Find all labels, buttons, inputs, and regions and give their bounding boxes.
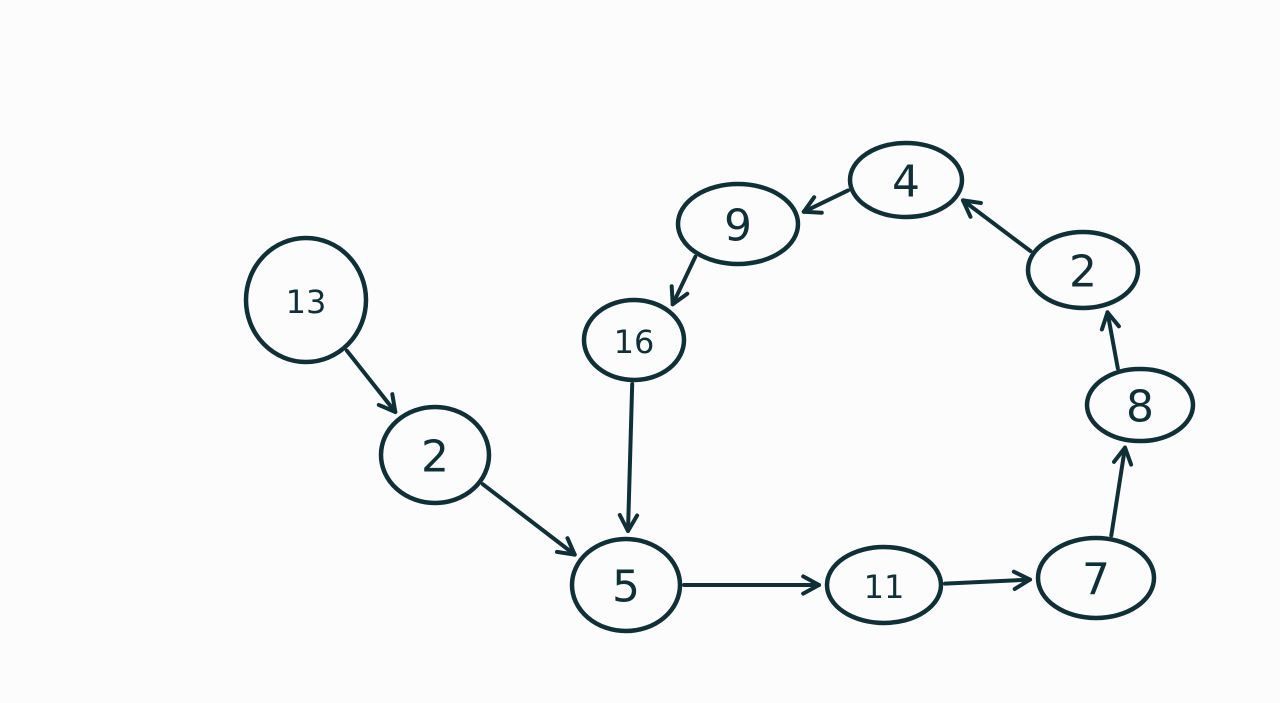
edge-n2a-to-n5 (480, 482, 577, 557)
arrowhead-n2b-to-n4 (961, 198, 983, 219)
node-n2a: 2 (378, 404, 492, 506)
node-label: 2 (1069, 247, 1097, 298)
node-n4: 4 (847, 140, 965, 220)
arrowhead-n4-to-n9 (801, 195, 824, 215)
edge-n7-to-n8 (1109, 445, 1127, 538)
node-circle (378, 404, 492, 506)
node-label: 5 (612, 562, 640, 613)
node-n8: 8 (1084, 366, 1196, 444)
node-circle (1084, 366, 1196, 444)
arrowhead-n8-to-n2b (1099, 310, 1121, 332)
node-label: 8 (1126, 382, 1154, 433)
arrowhead-n9-to-n16 (669, 284, 690, 307)
node-label: 16 (614, 323, 655, 361)
node-label: 7 (1082, 555, 1110, 606)
node-circle (675, 181, 801, 267)
edge-n4-to-n9 (801, 188, 850, 214)
nodes-layer: 13 2 5 11 7 8 2 4 9 16 (243, 140, 1196, 634)
edge-n9-to-n16 (670, 254, 698, 307)
edge-n16-to-n5 (626, 382, 635, 533)
node-circle (569, 536, 683, 634)
arrowhead-n13-to-n2a (376, 392, 398, 414)
node-label: 2 (421, 432, 449, 483)
node-n13: 13 (243, 235, 369, 365)
node-label: 11 (864, 568, 905, 606)
node-n5: 5 (569, 536, 683, 634)
node-label: 4 (892, 157, 920, 208)
node-n2b: 2 (1025, 229, 1141, 311)
node-n7: 7 (1035, 535, 1157, 621)
edge-n8-to-n2b (1105, 310, 1120, 371)
edge-n2b-to-n4 (961, 198, 1033, 253)
node-n11: 11 (824, 544, 944, 626)
edge-n13-to-n2a (344, 348, 398, 414)
edge-n11-to-n7 (943, 577, 1032, 586)
node-circle (1035, 535, 1157, 621)
arrowhead-n5-to-n11 (801, 574, 821, 596)
edges-layer (344, 188, 1134, 596)
node-n16: 16 (581, 297, 687, 383)
node-n9: 9 (675, 181, 801, 267)
node-circle (847, 140, 965, 220)
node-circle (824, 544, 944, 626)
node-label: 13 (286, 283, 327, 321)
node-circle (581, 297, 687, 383)
node-circle (1025, 229, 1141, 311)
arrowhead-n7-to-n8 (1112, 445, 1134, 467)
node-label: 9 (724, 201, 752, 252)
arrowhead-n2a-to-n5 (555, 536, 577, 557)
arrowhead-n11-to-n7 (1011, 569, 1032, 591)
arrowhead-n16-to-n5 (617, 513, 640, 533)
node-circle (243, 235, 369, 365)
